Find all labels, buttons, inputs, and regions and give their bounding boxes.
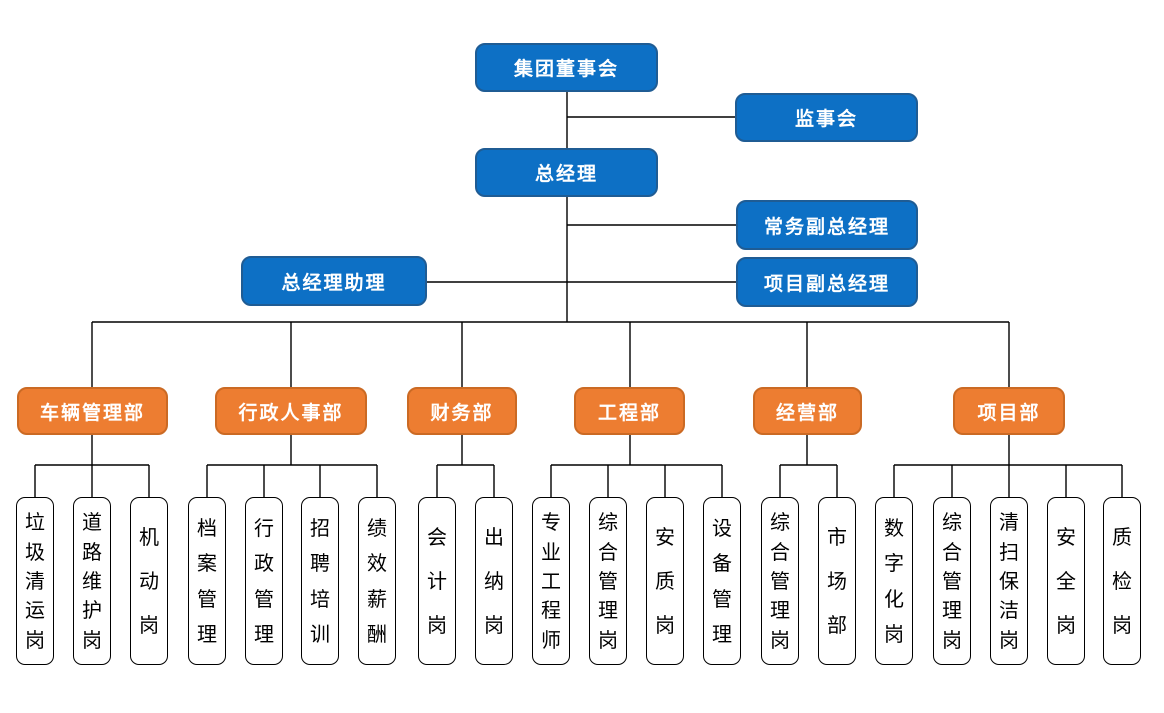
- dept-finance: 财务部: [407, 387, 517, 435]
- dept-vehicle-management: 车辆管理部: [17, 387, 168, 435]
- node-executive-deputy-gm: 常务副总经理: [736, 200, 918, 250]
- position-archives-management: 档案管理: [188, 497, 226, 665]
- position-safety-quality: 安质岗: [646, 497, 684, 665]
- position-professional-engineer: 专业工程师: [532, 497, 570, 665]
- position-general-management-proj: 综合管理岗: [933, 497, 971, 665]
- position-cashier: 出纳岗: [475, 497, 513, 665]
- position-general-management-eng: 综合管理岗: [589, 497, 627, 665]
- position-safety: 安全岗: [1047, 497, 1085, 665]
- position-accountant: 会计岗: [418, 497, 456, 665]
- node-group-board: 集团董事会: [475, 43, 658, 92]
- position-road-maintenance: 道路维护岗: [73, 497, 111, 665]
- position-recruitment-training: 招聘培训: [301, 497, 339, 665]
- position-performance-compensation: 绩效薪酬: [358, 497, 396, 665]
- node-supervisory-board: 监事会: [735, 93, 918, 142]
- node-gm-assistant: 总经理助理: [241, 256, 427, 306]
- position-digitalization: 数字化岗: [875, 497, 913, 665]
- position-general-management-ops: 综合管理岗: [761, 497, 799, 665]
- node-general-manager: 总经理: [475, 148, 658, 197]
- position-market: 市场部: [818, 497, 856, 665]
- position-administration: 行政管理: [245, 497, 283, 665]
- position-cleaning: 清扫保洁岗: [990, 497, 1028, 665]
- position-quality-inspection: 质检岗: [1103, 497, 1141, 665]
- dept-operations: 经营部: [753, 387, 862, 435]
- position-mobile: 机动岗: [130, 497, 168, 665]
- position-garbage-collection: 垃圾清运岗: [16, 497, 54, 665]
- position-equipment-management: 设备管理: [703, 497, 741, 665]
- dept-project: 项目部: [953, 387, 1065, 435]
- node-project-deputy-gm: 项目副总经理: [736, 257, 918, 307]
- dept-admin-hr: 行政人事部: [215, 387, 367, 435]
- dept-engineering: 工程部: [574, 387, 685, 435]
